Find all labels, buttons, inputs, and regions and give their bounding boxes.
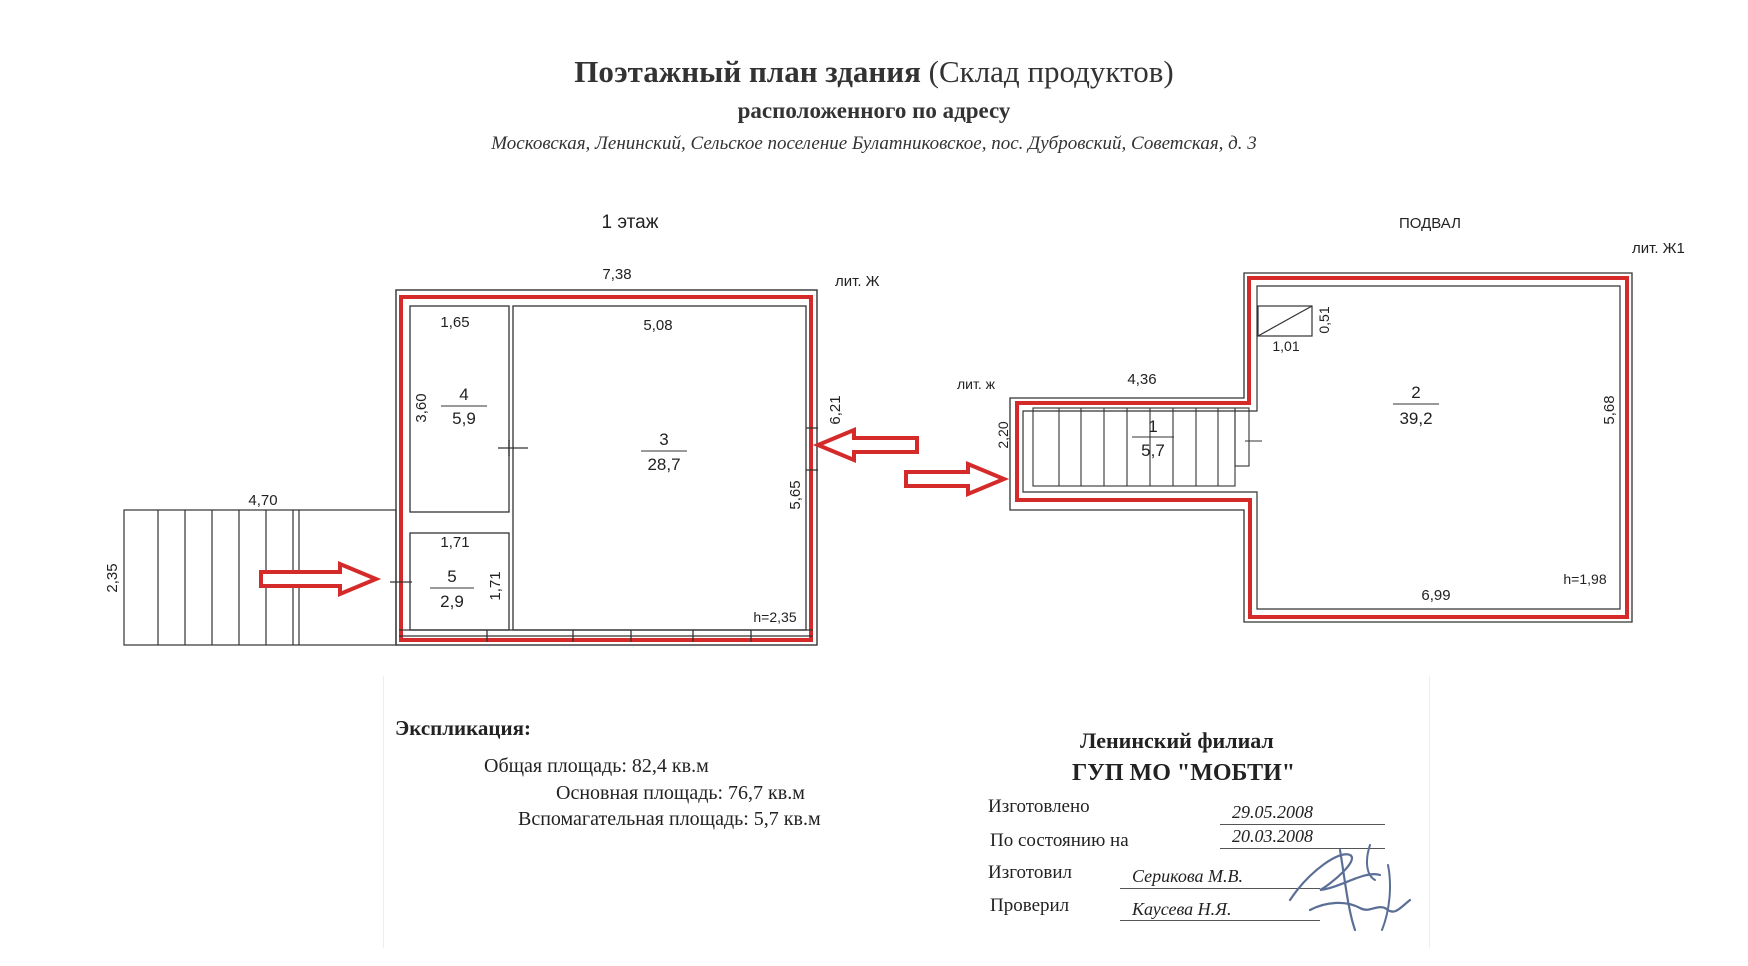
title-building: (Склад продуктов) [928,54,1174,89]
room-area: 2,9 [440,592,464,611]
basement-plan: ПОДВАЛ лит. Ж1 лит. ж 4,36 2,20 1,01 [904,215,1685,623]
made-label: Изготовлено [988,796,1090,817]
arrow-right-icon [904,461,1010,497]
room-5-label: 5 2,9 [430,567,474,611]
checker-underline [1120,920,1320,921]
room-3-label: 3 28,7 [641,430,687,474]
room-4-label: 4 5,9 [441,385,487,428]
room-number: 3 [659,430,668,449]
stair-width: 4,36 [1127,371,1156,388]
basement-litera-main: лит. Ж1 [1632,240,1685,257]
maker-underline [1120,888,1320,889]
signature-icon [1288,844,1412,932]
floor1-height-label: h=2,35 [753,609,796,625]
arrow-left-icon [812,427,919,463]
total-area: Общая площадь: 82,4 кв.м [484,755,709,777]
room-number: 2 [1411,383,1420,402]
aux-area: Вспомагательная площадь: 5,7 кв.м [518,808,821,830]
main-area: Основная площадь: 76,7 кв.м [556,782,805,804]
maker-label: Изготовил [988,862,1072,883]
basement-highlight [1015,276,1629,619]
stair-height: 2,20 [995,421,1011,448]
basement-right-height: 5,68 [1601,395,1618,424]
state-label: По состоянию на [990,830,1129,851]
explication-title: Экспликация: [395,716,531,740]
right-bottom-dim: 5,65 [787,480,804,509]
porch-height: 2,35 [104,563,121,592]
state-date: 20.03.2008 [1232,826,1313,846]
room-area: 39,2 [1399,409,1432,428]
maker-name: Серикова М.В. [1132,866,1244,886]
porch-width: 4,70 [248,492,277,509]
right-top-dim: 6,21 [827,395,844,424]
state-underline [1220,848,1385,849]
branch-name: Ленинский филиал [1080,728,1274,753]
floor1-litera: лит. Ж [835,273,880,290]
room-2-label: 2 39,2 [1393,383,1439,428]
basement-label: ПОДВАЛ [1399,215,1461,232]
checker-name: Каусева Н.Я. [1132,899,1232,919]
niche-height: 0,51 [1316,306,1332,333]
address-line: Московская, Ленинский, Сельское поселени… [491,133,1257,154]
room-1-label: 1 5,7 [1132,417,1174,460]
basement-niche [1257,305,1313,337]
floor1-highlight [399,295,813,642]
room-number: 5 [447,567,456,586]
room4-width: 1,65 [440,314,469,331]
floor1-outer-width: 7,38 [602,266,631,283]
room3-width: 5,08 [643,317,672,334]
basement-bottom-width: 6,99 [1421,587,1450,604]
room4-height: 3,60 [413,393,430,422]
title-main: Поэтажный план здания [574,54,921,89]
basement-litera-stair: лит. ж [957,376,996,392]
niche-width: 1,01 [1272,338,1299,354]
document-frame [383,676,1430,948]
basement-stairs [1032,407,1262,487]
made-date: 29.05.2008 [1232,802,1313,822]
checker-label: Проверил [990,895,1070,916]
floor1-label: 1 этаж [602,212,659,233]
org-name: ГУП МО "МОБТИ" [1072,760,1296,786]
arrow-right-icon [259,561,382,597]
room-area: 5,7 [1141,441,1165,460]
page-subtitle: расположенного по адресу [737,98,1011,123]
room5-width: 1,71 [440,534,469,551]
made-underline [1220,824,1385,825]
room5-height: 1,71 [487,571,504,600]
room-number: 4 [459,385,468,404]
floor1-plan: 1 этаж лит. Ж 7,38 4,70 2,35 [104,212,919,646]
room-area: 28,7 [647,455,680,474]
basement-height-label: h=1,98 [1563,571,1606,587]
room-number: 1 [1148,417,1157,436]
room-area: 5,9 [452,409,476,428]
page-title: Поэтажный план здания (Склад продуктов) [0,54,1748,90]
